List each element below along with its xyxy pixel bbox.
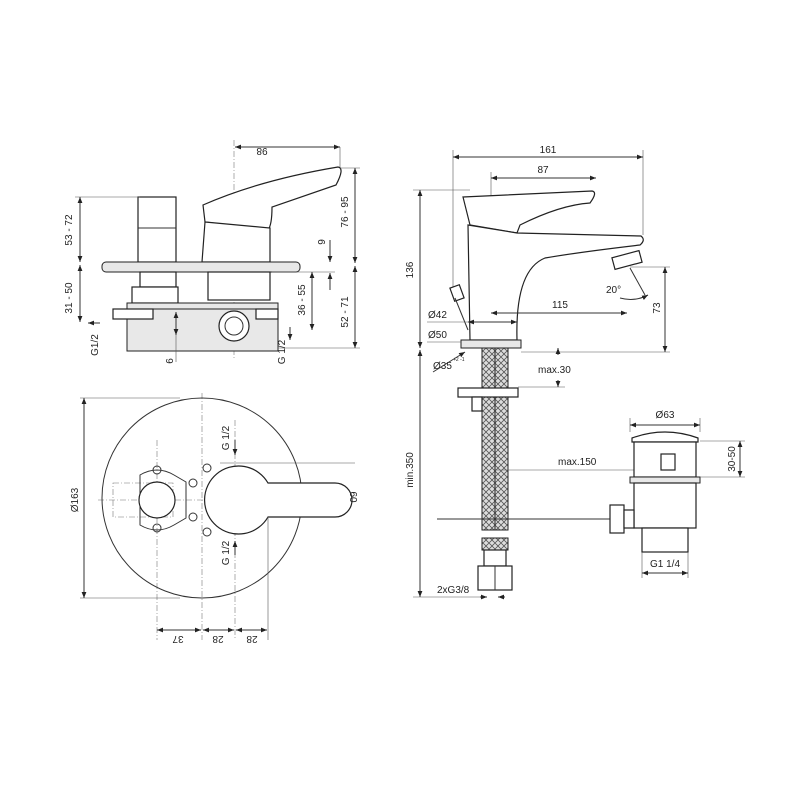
fixing-nut-plate [457, 387, 519, 398]
diverter-circle [138, 481, 176, 519]
dim-9: 9 [317, 239, 328, 245]
diverter-knob [137, 196, 177, 263]
pop-up-waste: Ø63 30-50 G1 1/4 [609, 410, 745, 578]
dim-87: 87 [537, 165, 549, 176]
basin-mixer-view: 161 87 136 115 20° 73 Ø42 Ø50 Ø35 +2 -1 [405, 145, 670, 600]
conn-g12-top: G 1/2 [221, 425, 232, 450]
dim-53-72: 53 - 72 [64, 214, 75, 246]
dim-98: 98 [256, 145, 268, 156]
dim-28b: 28 [246, 633, 258, 644]
dim-37: 37 [172, 633, 184, 644]
dim-52-71: 52 - 71 [340, 296, 351, 328]
dim-36-55: 36 - 55 [297, 284, 308, 316]
concealed-mixer-front-view: 60 G 1/2 G 1/2 Ø163 37 28 28 [70, 393, 358, 644]
faucet-lever [462, 190, 596, 234]
dim-73: 73 [652, 302, 663, 314]
dim-min350: min.350 [405, 452, 416, 488]
base-plate [460, 339, 522, 349]
dim-max150: max.150 [558, 457, 597, 468]
dim-76-95: 76 - 95 [340, 196, 351, 228]
waste-flange [631, 431, 699, 443]
mixer-body [201, 221, 271, 263]
dim-max30: max.30 [538, 365, 571, 376]
waste-body [633, 482, 697, 529]
dim-d42: Ø42 [428, 310, 447, 321]
dim-2xg38: 2xG3/8 [437, 585, 470, 596]
dim-d35-tolerance: +2 -1 [453, 357, 465, 363]
dim-60: 60 [347, 491, 358, 503]
pop-up-rod-knob [449, 283, 465, 303]
dim-28a: 28 [212, 633, 224, 644]
dim-d50: Ø50 [428, 330, 447, 341]
dim-6: 6 [165, 358, 176, 364]
concealed-mixer-side-view: 98 53 - 72 31 - 50 G1/2 6 [64, 140, 360, 364]
conn-g12-bottom: G 1/2 [221, 540, 232, 565]
faucet-body [467, 224, 644, 341]
cover-plate [101, 261, 301, 273]
conn-g12-right: G 1/2 [277, 339, 288, 364]
supply-hose-right [494, 347, 509, 531]
dim-g1-1-4: G1 1/4 [650, 559, 680, 570]
lever-handle [202, 166, 342, 231]
supply-hose-left [481, 347, 496, 531]
lever-outline [204, 465, 353, 535]
outlet-port [218, 310, 250, 342]
dim-161: 161 [540, 145, 557, 156]
conn-g12-left: G1/2 [90, 334, 101, 356]
dim-31-50: 31 - 50 [64, 282, 75, 314]
aerator [611, 249, 643, 271]
dim-angle-20: 20° [606, 285, 621, 296]
dim-d63: Ø63 [656, 410, 675, 421]
dim-30-50: 30-50 [727, 446, 738, 472]
dim-136: 136 [405, 261, 416, 278]
dim-163: Ø163 [70, 487, 81, 512]
dim-115: 115 [552, 300, 568, 311]
